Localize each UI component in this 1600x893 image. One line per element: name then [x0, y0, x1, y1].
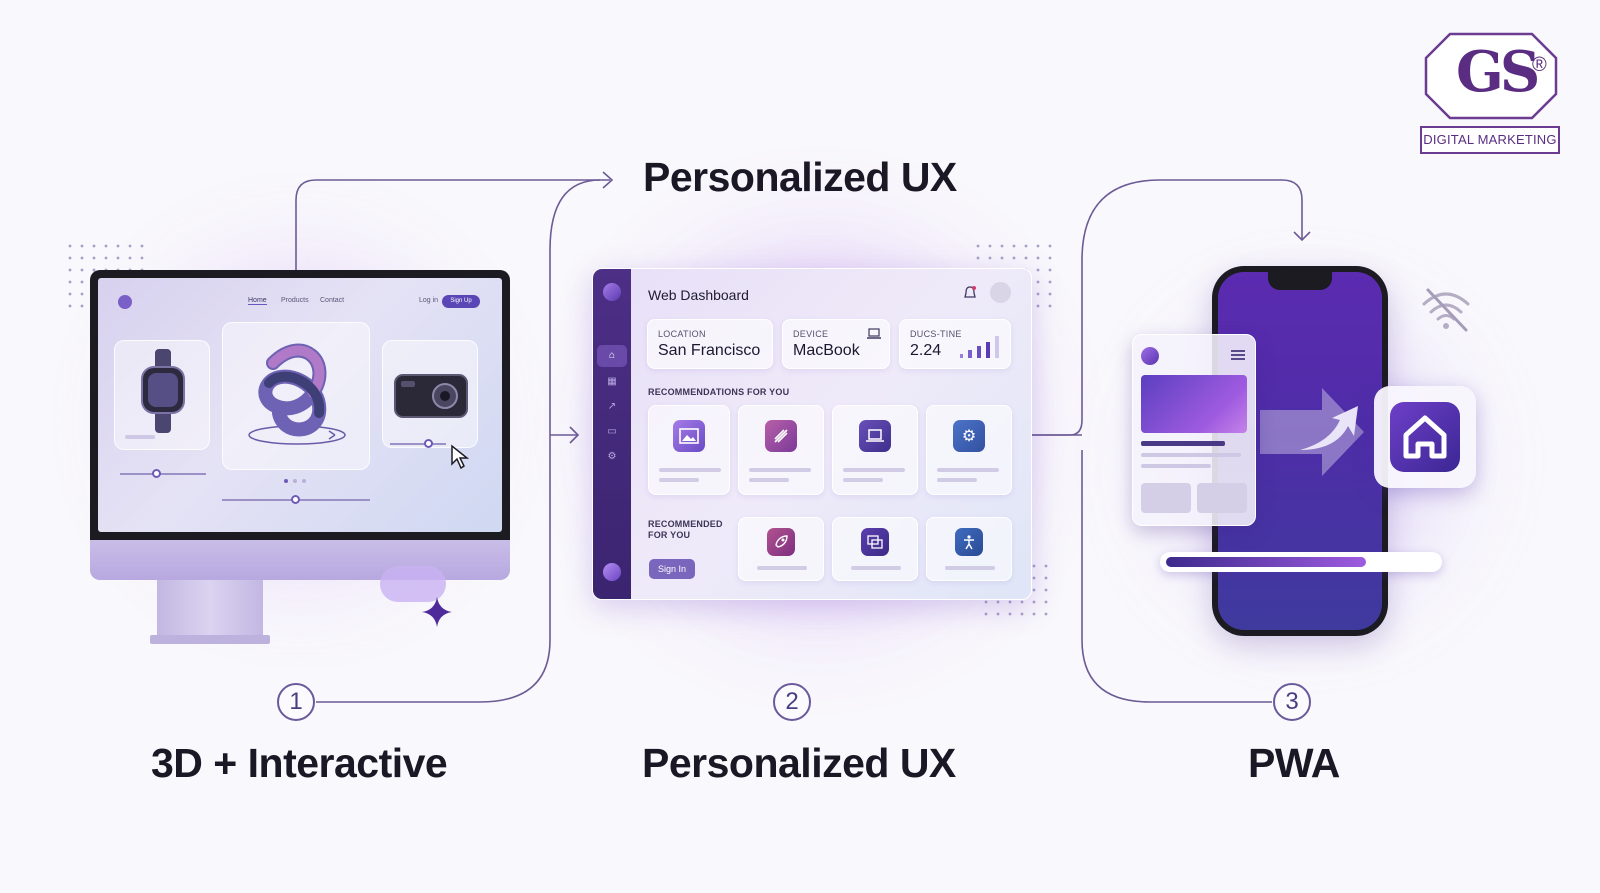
sidebar-folder-icon[interactable]: ▭	[607, 426, 617, 437]
section-label-recommended-line2: FOR YOU	[648, 530, 691, 540]
logo-registered-mark: ®	[1532, 54, 1547, 76]
app-avatar	[1141, 347, 1159, 365]
install-arrow-icon	[1260, 388, 1364, 476]
connector-to-step3	[1081, 450, 1272, 703]
bell-icon[interactable]	[963, 285, 977, 301]
site-logo-icon	[118, 295, 132, 309]
decorative-blob	[380, 566, 446, 602]
connector-top-left	[295, 179, 610, 270]
image-icon	[673, 420, 705, 452]
stat-label: LOCATION	[658, 329, 706, 339]
arrow-head-top	[602, 171, 614, 189]
logo-tagline: DIGITAL MARKETING	[1420, 126, 1560, 154]
arrow-head-phone	[1293, 231, 1311, 242]
sidebar-grid-icon[interactable]: ▦	[607, 376, 617, 387]
dashboard-title: Web Dashboard	[648, 287, 749, 303]
step-1-label: 3D + Interactive	[151, 740, 448, 786]
accessibility-icon	[955, 528, 983, 556]
chat-icon	[861, 528, 889, 556]
recommendation-card[interactable]	[648, 405, 730, 495]
site-nav-contact[interactable]: Contact	[320, 297, 345, 304]
dashboard-sidebar: ⌂ ▦ ↗ ▭ ⚙	[593, 269, 631, 599]
settings-icon: ⚙	[953, 420, 985, 452]
sign-in-button[interactable]: Sign In	[649, 559, 695, 579]
logo-mark: GS	[1456, 39, 1540, 105]
logo-hexagon-shape	[1424, 32, 1558, 120]
stat-value: 2.24	[910, 342, 942, 359]
laptop-icon	[859, 420, 891, 452]
monitor-website-preview: Home Products Contact Log in Sign Up	[98, 278, 502, 532]
arrow-head-dashboard	[569, 426, 580, 444]
main-slider-handle[interactable]	[291, 495, 300, 504]
install-progress-bar	[1160, 552, 1442, 572]
brand-logo: GS ® DIGITAL MARKETING	[1418, 30, 1563, 155]
laptop-icon	[867, 328, 881, 339]
pwa-app-card[interactable]	[1132, 334, 1256, 526]
carousel-dot[interactable]	[293, 479, 297, 483]
sidebar-chart-icon[interactable]: ↗	[607, 401, 617, 412]
product-card-3d-knot[interactable]	[222, 322, 370, 470]
recommendation-card[interactable]	[832, 405, 918, 495]
recommendation-card[interactable]	[738, 405, 824, 495]
product-card-watch[interactable]	[114, 340, 210, 450]
home-icon	[1390, 402, 1460, 472]
stat-card-location[interactable]: LOCATION San Francisco	[647, 319, 773, 369]
recommended-card[interactable]	[832, 517, 918, 581]
step-2-label: Personalized UX	[642, 740, 956, 786]
section-label-recommended-line1: RECOMMENDED	[648, 519, 723, 529]
camera-icon	[394, 374, 468, 418]
step-3-marker: 3	[1273, 683, 1311, 721]
user-avatar[interactable]	[990, 282, 1011, 303]
home-icon: ⌂	[608, 350, 616, 361]
sidebar-item-home[interactable]	[597, 345, 627, 367]
desktop-monitor: Home Products Contact Log in Sign Up	[90, 270, 510, 580]
web-dashboard: ⌂ ▦ ↗ ▭ ⚙ Web Dashboard LOCATION San Fra…	[592, 268, 1032, 600]
cursor-icon	[451, 444, 470, 470]
monitor-stand	[157, 580, 263, 640]
signal-bars-icon	[960, 336, 999, 358]
app-hero-image	[1141, 375, 1247, 433]
recommendation-card[interactable]: ⚙	[926, 405, 1012, 495]
install-progress-fill	[1166, 557, 1366, 567]
stat-value: MacBook	[793, 342, 860, 359]
stat-card-device[interactable]: DEVICE MacBook	[782, 319, 890, 369]
connector-to-phone	[1032, 179, 1303, 436]
step-1-marker: 1	[277, 683, 315, 721]
site-nav-home[interactable]: Home	[248, 297, 267, 305]
site-signup-button[interactable]: Sign Up	[442, 295, 480, 308]
sparkle-icon	[422, 597, 452, 627]
camera-slider-handle[interactable]	[424, 439, 433, 448]
step-2-marker: 2	[773, 683, 811, 721]
watch-icon	[141, 349, 185, 433]
carousel-dot-active[interactable]	[284, 479, 288, 483]
stat-label: DUCS-TINE	[910, 329, 962, 339]
stat-card-time[interactable]: DUCS-TINE 2.24	[899, 319, 1011, 369]
sidebar-settings-icon[interactable]: ⚙	[607, 451, 617, 462]
step-3-label: PWA	[1248, 740, 1340, 786]
rocket-icon	[767, 528, 795, 556]
recommended-card[interactable]	[738, 517, 824, 581]
site-nav-products[interactable]: Products	[281, 297, 309, 304]
monitor-base	[150, 635, 270, 644]
carousel-dot[interactable]	[302, 479, 306, 483]
pwa-home-tile[interactable]	[1374, 386, 1476, 488]
stat-label: DEVICE	[793, 329, 829, 339]
sidebar-avatar[interactable]	[603, 563, 621, 581]
dashboard-logo-icon	[603, 283, 621, 301]
product-card-camera[interactable]	[382, 340, 478, 448]
recommended-card[interactable]	[926, 517, 1012, 581]
no-wifi-icon	[1422, 288, 1470, 332]
site-nav-login[interactable]: Log in	[419, 297, 439, 304]
top-heading: Personalized UX	[643, 154, 957, 200]
3d-knot-icon	[248, 343, 346, 445]
stat-value: San Francisco	[658, 342, 761, 359]
section-label-recommendations: RECOMMENDATIONS FOR YOU	[648, 387, 790, 397]
brush-icon	[765, 420, 797, 452]
watch-slider-handle[interactable]	[152, 469, 161, 478]
menu-icon[interactable]	[1231, 350, 1245, 352]
